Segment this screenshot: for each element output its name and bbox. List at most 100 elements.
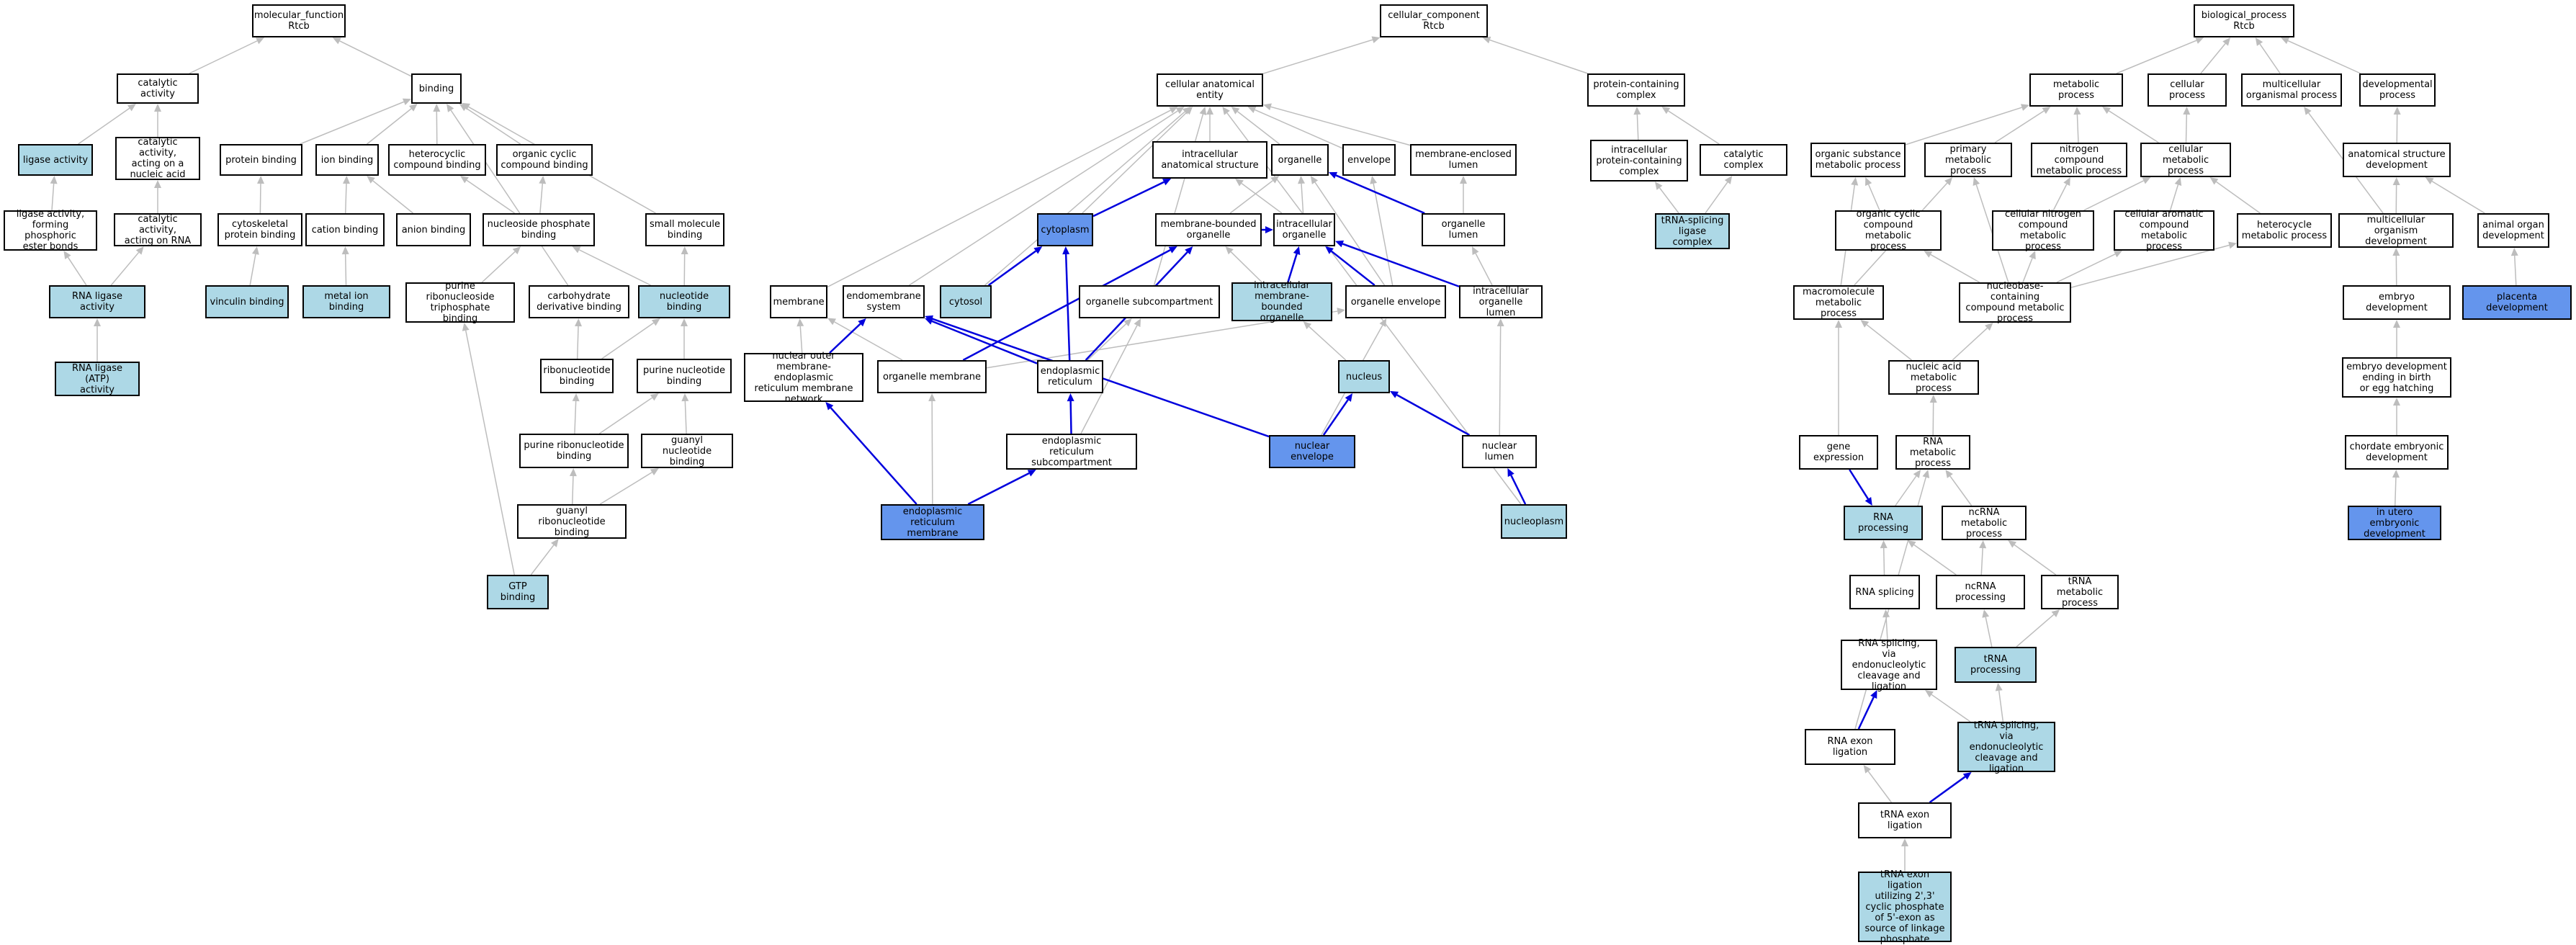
- node-purine-ribonucleoside-triphosphate-binding[interactable]: purine ribonucleoside triphosphate bindi…: [405, 281, 515, 324]
- node-catalytic-activity-rna[interactable]: catalytic activity, acting on RNA: [114, 213, 202, 246]
- node-rna-splicing[interactable]: RNA splicing: [1849, 575, 1920, 609]
- node-in-utero-embryonic-development[interactable]: in utero embryonic development: [2348, 506, 2441, 540]
- node-small-molecule-binding[interactable]: small molecule binding: [645, 213, 724, 246]
- node-animal-organ-development[interactable]: animal organ development: [2477, 213, 2549, 248]
- node-trna-exon-ligation[interactable]: tRNA exon ligation: [1858, 802, 1952, 838]
- node-nucleotide-binding[interactable]: nucleotide binding: [638, 285, 730, 318]
- node-ligase-activity-phosphoric-ester[interactable]: ligase activity, forming phosphoric este…: [4, 209, 97, 252]
- node-purine-ribonucleotide-binding[interactable]: purine ribonucleotide binding: [519, 434, 629, 468]
- node-cellular-nitrogen-compound-metabolic-process[interactable]: cellular nitrogen compound metabolic pro…: [1992, 209, 2094, 252]
- node-developmental-process[interactable]: developmental process: [2359, 73, 2436, 107]
- node-trna-splicing-ligase-complex[interactable]: tRNA-splicing ligase complex: [1655, 213, 1730, 249]
- node-organelle-membrane[interactable]: organelle membrane: [877, 360, 987, 393]
- node-guanyl-nucleotide-binding[interactable]: guanyl nucleotide binding: [641, 434, 733, 468]
- node-cellular-anatomical-entity[interactable]: cellular anatomical entity: [1157, 73, 1263, 107]
- node-er-subcompartment[interactable]: endoplasmic reticulum subcompartment: [1006, 434, 1137, 470]
- node-catalytic-activity[interactable]: catalytic activity: [117, 73, 199, 104]
- node-metabolic-process[interactable]: metabolic process: [2029, 73, 2123, 107]
- node-intracellular-organelle-lumen[interactable]: intracellular organelle lumen: [1459, 285, 1543, 318]
- node-chordate-embryonic-development[interactable]: chordate embryonic development: [2345, 435, 2449, 470]
- node-protein-binding[interactable]: protein binding: [220, 144, 302, 176]
- node-cellular-process[interactable]: cellular process: [2148, 73, 2227, 107]
- node-ligase-activity[interactable]: ligase activity: [18, 144, 93, 176]
- node-organic-substance-metabolic-process[interactable]: organic substance metabolic process: [1810, 143, 1906, 177]
- node-organelle-lumen[interactable]: organelle lumen: [1422, 213, 1505, 246]
- node-nuclear-outer-membrane-er-network[interactable]: nuclear outer membrane-endoplasmic retic…: [744, 351, 863, 405]
- node-organelle-envelope[interactable]: organelle envelope: [1345, 285, 1446, 318]
- node-rna-ligase-atp-activity[interactable]: RNA ligase (ATP) activity: [55, 362, 140, 396]
- node-organelle-subcompartment[interactable]: organelle subcompartment: [1079, 285, 1220, 318]
- node-carbohydrate-derivative-binding[interactable]: carbohydrate derivative binding: [529, 285, 629, 318]
- node-cellular-aromatic-compound-metabolic-process[interactable]: cellular aromatic compound metabolic pro…: [2114, 209, 2214, 252]
- node-purine-nucleotide-binding[interactable]: purine nucleotide binding: [637, 359, 732, 393]
- node-heterocycle-metabolic-process[interactable]: heterocycle metabolic process: [2237, 213, 2332, 248]
- node-nuclear-lumen[interactable]: nuclear lumen: [1462, 435, 1537, 468]
- node-envelope[interactable]: envelope: [1342, 144, 1396, 176]
- node-rna-processing[interactable]: RNA processing: [1844, 506, 1923, 540]
- node-trna-processing[interactable]: tRNA processing: [1955, 647, 2037, 683]
- node-cellular-component-root[interactable]: cellular_component Rtcb: [1380, 4, 1488, 37]
- node-membrane-enclosed-lumen[interactable]: membrane-enclosed lumen: [1410, 144, 1517, 176]
- blue-arrowhead-orglumen-to-organelle: [1329, 171, 1338, 179]
- node-anion-binding[interactable]: anion binding: [396, 213, 471, 246]
- node-organelle[interactable]: organelle: [1271, 144, 1329, 176]
- node-ion-binding[interactable]: ion binding: [315, 144, 379, 176]
- node-multicellular-organism-development[interactable]: multicellular organism development: [2338, 213, 2454, 248]
- node-catalytic-activity-nucleic-acid[interactable]: catalytic activity, acting on a nucleic …: [115, 137, 200, 180]
- node-trna-splicing-endonucleolytic[interactable]: tRNA splicing, via endonucleolytic cleav…: [1957, 720, 2055, 774]
- node-nucleus[interactable]: nucleus: [1338, 360, 1390, 393]
- node-intracellular-anatomical-structure[interactable]: intracellular anatomical structure: [1152, 141, 1267, 179]
- node-multicellular-organismal-process[interactable]: multicellular organismal process: [2241, 73, 2342, 107]
- node-cytoplasm[interactable]: cytoplasm: [1037, 213, 1093, 246]
- node-gene-expression[interactable]: gene expression: [1799, 435, 1878, 470]
- node-embryo-development[interactable]: embryo development: [2343, 285, 2451, 320]
- node-cellular-metabolic-process[interactable]: cellular metabolic process: [2140, 143, 2231, 177]
- node-protein-containing-complex[interactable]: protein-containing complex: [1587, 73, 1685, 107]
- gray-edge-orgsub-to-cae: [1153, 114, 1204, 286]
- node-intracellular-membrane-bounded-organelle[interactable]: intracellular membrane-bounded organelle: [1231, 280, 1332, 323]
- node-nuclear-envelope[interactable]: nuclear envelope: [1269, 435, 1355, 468]
- node-primary-metabolic-process[interactable]: primary metabolic process: [1924, 143, 2012, 177]
- node-trna-exon-ligation-cyclic-phosphate[interactable]: tRNA exon ligation utilizing 2',3' cycli…: [1858, 869, 1952, 945]
- node-metal-ion-binding[interactable]: metal ion binding: [302, 285, 390, 318]
- node-biological-process-root[interactable]: biological_process Rtcb: [2194, 4, 2294, 37]
- node-nucleic-acid-metabolic-process[interactable]: nucleic acid metabolic process: [1888, 360, 1979, 395]
- node-intracellular-protein-containing-complex[interactable]: intracellular protein-containing complex: [1590, 140, 1688, 182]
- node-intracellular-organelle[interactable]: intracellular organelle: [1273, 213, 1335, 246]
- node-rna-ligase-activity[interactable]: RNA ligase activity: [49, 285, 145, 318]
- node-ribonucleotide-binding[interactable]: ribonucleotide binding: [540, 359, 614, 393]
- node-er-membrane[interactable]: endoplasmic reticulum membrane: [881, 504, 984, 540]
- node-vinculin-binding[interactable]: vinculin binding: [205, 285, 289, 318]
- node-heterocyclic-compound-binding[interactable]: heterocyclic compound binding: [388, 144, 486, 176]
- node-trna-metabolic-process[interactable]: tRNA metabolic process: [2041, 575, 2119, 609]
- node-guanyl-ribonucleotide-binding[interactable]: guanyl ribonucleotide binding: [517, 504, 627, 539]
- node-cytosol[interactable]: cytosol: [940, 285, 992, 318]
- node-cation-binding[interactable]: cation binding: [305, 213, 385, 246]
- node-embryo-development-ending-in-birth[interactable]: embryo development ending in birth or eg…: [2342, 357, 2451, 398]
- blue-arrowhead-rnaexlig-to-rnasplendo: [1870, 690, 1877, 699]
- node-macromolecule-metabolic-process[interactable]: macromolecule metabolic process: [1793, 285, 1884, 320]
- node-anatomical-structure-development[interactable]: anatomical structure development: [2343, 143, 2451, 177]
- node-membrane-bounded-organelle[interactable]: membrane-bounded organelle: [1155, 213, 1262, 246]
- node-rna-exon-ligation[interactable]: RNA exon ligation: [1805, 729, 1895, 765]
- node-ncrna-processing[interactable]: ncRNA processing: [1936, 575, 2025, 609]
- gray-arrowhead-hetbind-to-binding: [433, 104, 441, 112]
- node-molecular-function-root[interactable]: molecular_function Rtcb: [252, 4, 346, 37]
- node-binding[interactable]: binding: [411, 73, 462, 104]
- node-nucleoplasm[interactable]: nucleoplasm: [1501, 504, 1567, 539]
- node-organic-cyclic-compound-binding[interactable]: organic cyclic compound binding: [496, 144, 593, 176]
- node-endoplasmic-reticulum[interactable]: endoplasmic reticulum: [1037, 360, 1103, 393]
- node-endomembrane-system[interactable]: endomembrane system: [843, 285, 925, 318]
- node-ncrna-metabolic-process[interactable]: ncRNA metabolic process: [1942, 506, 2027, 540]
- node-nitrogen-compound-metabolic-process[interactable]: nitrogen compound metabolic process: [2031, 143, 2127, 177]
- node-nucleoside-phosphate-binding[interactable]: nucleoside phosphate binding: [483, 213, 595, 246]
- node-placenta-development[interactable]: placenta development: [2462, 285, 2572, 320]
- node-rna-splicing-endonucleolytic[interactable]: RNA splicing, via endonucleolytic cleava…: [1841, 638, 1937, 692]
- node-organic-cyclic-compound-metabolic-process[interactable]: organic cyclic compound metabolic proces…: [1835, 209, 1942, 252]
- node-rna-metabolic-process[interactable]: RNA metabolic process: [1895, 435, 1970, 470]
- node-cytoskeletal-protein-binding[interactable]: cytoskeletal protein binding: [217, 213, 302, 246]
- node-membrane[interactable]: membrane: [770, 285, 827, 318]
- node-nucleobase-containing-compound-metabolic-process[interactable]: nucleobase-containing compound metabolic…: [1959, 281, 2071, 324]
- node-gtp-binding[interactable]: GTP binding: [487, 575, 549, 609]
- node-catalytic-complex[interactable]: catalytic complex: [1700, 144, 1787, 176]
